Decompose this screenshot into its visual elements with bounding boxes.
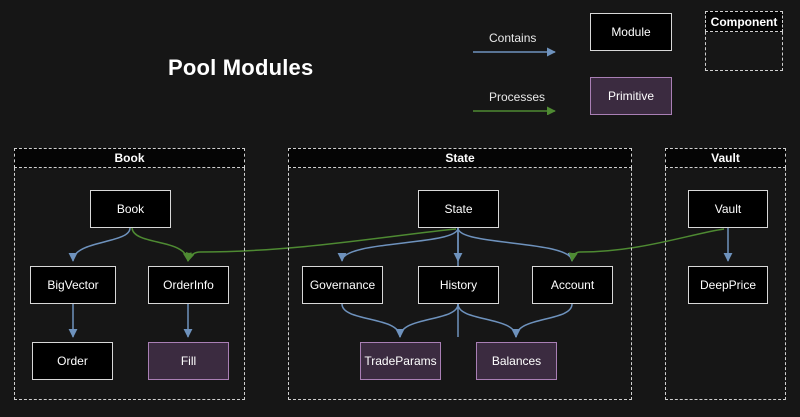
legend-component-label: Component — [705, 11, 783, 32]
group-book-label: Book — [14, 148, 245, 168]
node-deepprice[interactable]: DeepPrice — [688, 266, 768, 304]
group-state-label: State — [288, 148, 632, 168]
node-book[interactable]: Book — [90, 190, 171, 228]
node-order[interactable]: Order — [32, 342, 113, 380]
group-vault-label: Vault — [665, 148, 786, 168]
legend-primitive-swatch: Primitive — [590, 77, 672, 115]
node-history[interactable]: History — [418, 266, 499, 304]
node-vault[interactable]: Vault — [688, 190, 768, 228]
node-bigvector[interactable]: BigVector — [30, 266, 116, 304]
node-fill[interactable]: Fill — [148, 342, 229, 380]
node-orderinfo[interactable]: OrderInfo — [148, 266, 229, 304]
legend-module-swatch: Module — [590, 13, 672, 51]
node-balances[interactable]: Balances — [476, 342, 557, 380]
legend-processes-label: Processes — [489, 90, 546, 104]
node-state[interactable]: State — [418, 190, 499, 228]
node-governance[interactable]: Governance — [302, 266, 383, 304]
node-account[interactable]: Account — [532, 266, 613, 304]
legend-arrow-samples — [473, 47, 556, 115]
legend-contains-label: Contains — [489, 31, 537, 45]
node-tradeparams[interactable]: TradeParams — [360, 342, 441, 380]
page-title: Pool Modules — [168, 55, 314, 80]
